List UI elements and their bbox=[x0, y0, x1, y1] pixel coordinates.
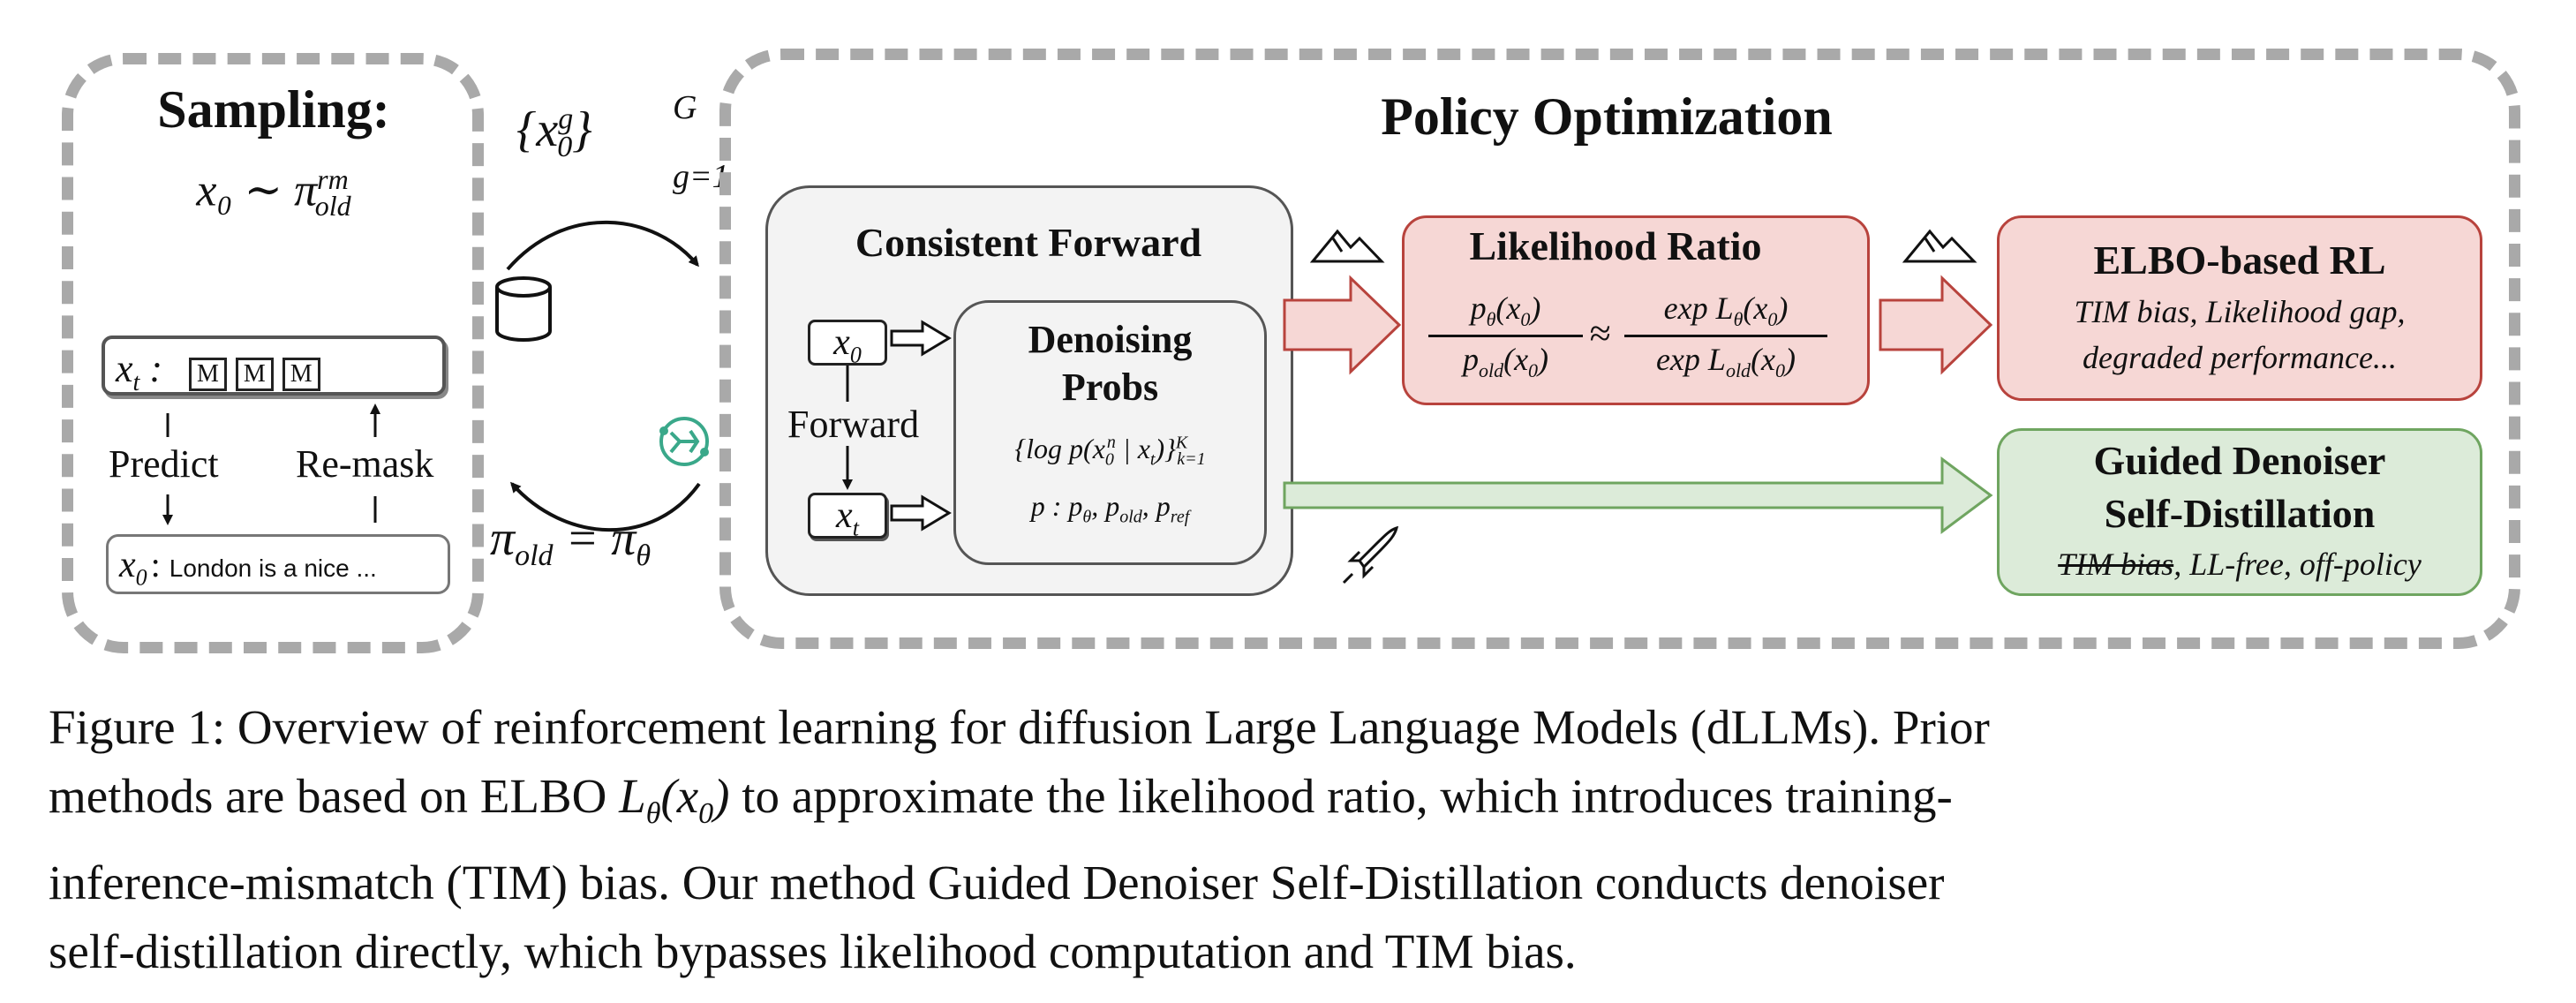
update-curve-arrow bbox=[509, 481, 701, 532]
sequence-var: xt : bbox=[116, 347, 162, 396]
caption-line-1: Figure 1: Overview of reinforcement lear… bbox=[49, 700, 1990, 754]
sampling-formula: x₀ ∼ πrmold bbox=[97, 163, 450, 222]
p-list-formula: p : pθ, pold, pref bbox=[1030, 490, 1190, 527]
mountain-icon bbox=[1309, 229, 1385, 263]
denoising-probs-title: Denoising Probs bbox=[1028, 318, 1193, 409]
guided-denoiser-box bbox=[1997, 428, 2482, 596]
samples-curve-arrow bbox=[506, 220, 699, 271]
elbo-rl-line2: degraded performance... bbox=[2083, 340, 2397, 375]
sampling-title: Sampling: bbox=[157, 80, 390, 139]
forward-to-ratio-arrow bbox=[1283, 275, 1402, 375]
guided-denoiser-properties: TIM bias, LL-free, off-policy bbox=[2058, 547, 2422, 582]
output-text: London is a nice ... bbox=[169, 554, 377, 582]
denoising-probs-box bbox=[953, 300, 1267, 565]
caption-line-3: inference-mismatch (TIM) bias. Our metho… bbox=[49, 856, 1945, 909]
elbo-rl-title: ELBO-based RL bbox=[2093, 238, 2386, 283]
database-icon bbox=[495, 276, 552, 342]
group-samples-upper: G bbox=[673, 89, 697, 126]
sampling-formula-base: x₀ ∼ π bbox=[196, 165, 318, 216]
rocket-icon bbox=[1342, 525, 1399, 584]
remask-label: Re-mask bbox=[296, 442, 434, 486]
ratio-to-elbo-arrow bbox=[1879, 275, 1993, 375]
x0-box: x0 bbox=[808, 320, 887, 367]
likelihood-ratio-title: Likelihood Ratio bbox=[1469, 223, 1762, 268]
sampling-formula-sup: rm bbox=[317, 163, 349, 195]
caption-line-2: methods are based on ELBO Lθ(x0) to appr… bbox=[49, 769, 1953, 830]
group-samples-label: {xg0} bbox=[516, 102, 592, 164]
mask-token: M bbox=[282, 358, 320, 391]
brain-chip-icon bbox=[659, 417, 709, 466]
mountain-icon bbox=[1902, 229, 1977, 263]
policy-optimization-frame bbox=[719, 49, 2520, 649]
elbo-rl-line1: TIM bias, Likelihood gap, bbox=[2074, 294, 2406, 329]
x0-to-denoise-arrow bbox=[890, 320, 952, 357]
policy-update-label: πold = πθ bbox=[490, 511, 652, 573]
caption-line-4: self-distillation directly, which bypass… bbox=[49, 924, 1577, 978]
mask-token: M bbox=[188, 358, 227, 391]
caption-elbo-math: Lθ(x0) bbox=[619, 769, 730, 830]
log-prob-formula: {log p(x0n | xt)}Kk=1 bbox=[1014, 433, 1206, 470]
guided-denoiser-title: Guided Denoiser Self-Distillation bbox=[2093, 438, 2386, 536]
xt-box: xt bbox=[808, 493, 887, 540]
forward-label: Forward bbox=[787, 403, 920, 446]
sampling-formula-sub: old bbox=[314, 189, 351, 222]
policy-optimization-title: Policy Optimization bbox=[1381, 87, 1833, 146]
ratio-fraction-left: pθ(x0) pold(x0) bbox=[1428, 290, 1583, 382]
approx-symbol: ≈ bbox=[1589, 312, 1611, 355]
diagram-connectors bbox=[162, 220, 1993, 584]
consistent-forward-title: Consistent Forward bbox=[855, 220, 1202, 265]
likelihood-ratio-box bbox=[1402, 215, 1870, 405]
xt-to-denoise-arrow bbox=[890, 494, 952, 532]
elbo-rl-box bbox=[1997, 215, 2482, 401]
mask-token: M bbox=[235, 358, 274, 391]
ratio-fraction-right: exp Lθ(x0) exp Lold(x0) bbox=[1624, 290, 1827, 382]
figure-caption: Figure 1: Overview of reinforcement lear… bbox=[49, 693, 2547, 986]
predict-label: Predict bbox=[109, 442, 219, 486]
output-var: x0 bbox=[119, 545, 147, 591]
forward-to-guided-arrow bbox=[1283, 456, 1993, 534]
sampling-frame bbox=[62, 53, 484, 653]
output-sequence-box: x0 : London is a nice ... bbox=[106, 534, 450, 594]
